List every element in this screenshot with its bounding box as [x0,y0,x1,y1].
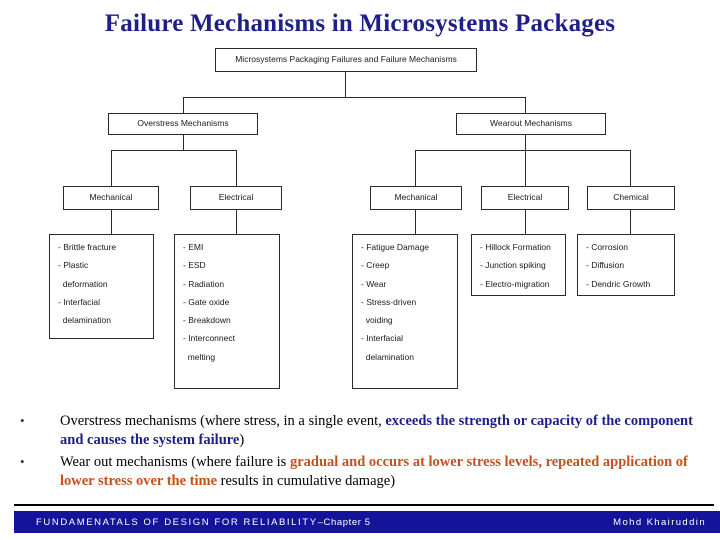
connector-overstress-down [183,135,184,150]
connector-leaf-wearout-chem [630,210,631,234]
leaf-item: delamination [58,315,111,326]
connector-wearout-elec-drop [525,150,526,186]
bullet-item-overstress: • Overstress mechanisms (where stress, i… [0,412,720,451]
connector-level2-bar [183,97,526,98]
leaf-item: - Wear [361,278,387,289]
bullet-marker: • [20,453,25,469]
leaf-box-overstress-electrical: - EMI - ESD - Radiation - Gate oxide - B… [174,234,280,389]
connector-wearout-chem-drop [630,150,631,186]
connector-leaf-wearout-mech [415,210,416,234]
leaf-item: - Gate oxide [183,296,230,307]
footer-left-group: FUNDAMENATALS OF DESIGN FOR RELIABILITY–… [36,517,371,528]
bullet-text-tail: ) [239,432,245,449]
leaf-item: - Stress-driven [361,296,417,307]
tree-node-overstress-mechanisms: Overstress Mechanisms [108,113,258,135]
connector-overstress-mech-drop [111,150,112,186]
leaf-item: - Fatigue Damage [361,242,430,252]
connector-leaf-wearout-elec [525,210,526,234]
connector-wearout-mech-drop [415,150,416,186]
leaf-item: melting [183,351,216,362]
leaf-item: - Junction spiking [480,260,546,271]
footer-bar: FUNDAMENATALS OF DESIGN FOR RELIABILITY–… [14,511,720,533]
leaf-item: - Interfacial [58,296,101,307]
leaf-item: - Brittle fracture [58,242,117,252]
tree-node-wearout-electrical: Electrical [481,186,569,210]
failure-mechanism-tree-diagram: Microsystems Packaging Failures and Fail… [0,44,720,404]
bullet-text-tail: results in cumulative damage) [217,472,396,489]
leaf-item: - Interconnect [183,333,235,344]
footer-course-title: FUNDAMENATALS OF DESIGN FOR RELIABILITY [36,516,318,528]
bullet-text-highlight: gradual and occurs at lower stress level… [60,453,688,489]
leaf-item: - Breakdown [183,315,231,326]
bullet-text-plain: Overstress mechanisms (where stress, in … [60,413,386,429]
leaf-item: - EMI [183,242,204,252]
footer-author: Mohd Khairuddin [613,516,706,528]
leaf-item: - Plastic [58,260,89,271]
tree-node-overstress-mechanical: Mechanical [63,186,159,210]
leaf-box-overstress-mechanical: - Brittle fracture - Plastic deformation… [49,234,154,339]
leaf-item: - Creep [361,260,390,271]
leaf-item: - Corrosion [586,242,629,252]
leaf-item: - Radiation [183,278,225,289]
leaf-item: delamination [361,351,414,362]
leaf-item: - Electro-migration [480,278,550,289]
leaf-item: - ESD [183,260,206,271]
connector-wearout-down [525,135,526,150]
footer-divider [14,504,714,506]
leaf-box-wearout-electrical: - Hillock Formation - Junction spiking -… [471,234,566,296]
bullet-text-highlight: exceeds the strength or capacity of the … [60,413,693,449]
leaf-item: - Interfacial [361,333,404,344]
bullet-marker: • [20,413,25,428]
page-title: Failure Mechanisms in Microsystems Packa… [104,10,616,37]
connector-wearout-bar [415,150,631,151]
tree-node-overstress-electrical: Electrical [190,186,282,210]
tree-node-wearout-mechanisms: Wearout Mechanisms [456,113,606,135]
connector-overstress-elec-drop [236,150,237,186]
connector-leaf-overstress-elec [236,210,237,234]
connector-root-down [345,72,346,97]
bullet-list: • Overstress mechanisms (where stress, i… [0,412,720,493]
connector-overstress-bar [111,150,236,151]
leaf-item: - Dendric Growth [586,278,651,289]
connector-level2-left-drop [183,97,184,115]
footer-chapter: –Chapter 5 [317,516,371,528]
connector-leaf-overstress-mech [111,210,112,234]
connector-level2-right-drop [525,97,526,115]
leaf-box-wearout-chemical: - Corrosion - Diffusion - Dendric Growth [577,234,675,296]
bullet-item-wearout: • Wear out mechanisms (where failure is … [0,453,720,492]
leaf-item: - Diffusion [586,260,625,271]
leaf-item: voiding [361,315,393,326]
tree-node-root: Microsystems Packaging Failures and Fail… [215,48,477,72]
bullet-text-plain: Wear out mechanisms (where failure is [60,453,290,470]
leaf-box-wearout-mechanical: - Fatigue Damage - Creep - Wear - Stress… [352,234,458,389]
tree-node-wearout-mechanical: Mechanical [370,186,462,210]
tree-node-wearout-chemical: Chemical [587,186,675,210]
leaf-item: - Hillock Formation [480,242,551,252]
leaf-item: deformation [58,278,108,289]
